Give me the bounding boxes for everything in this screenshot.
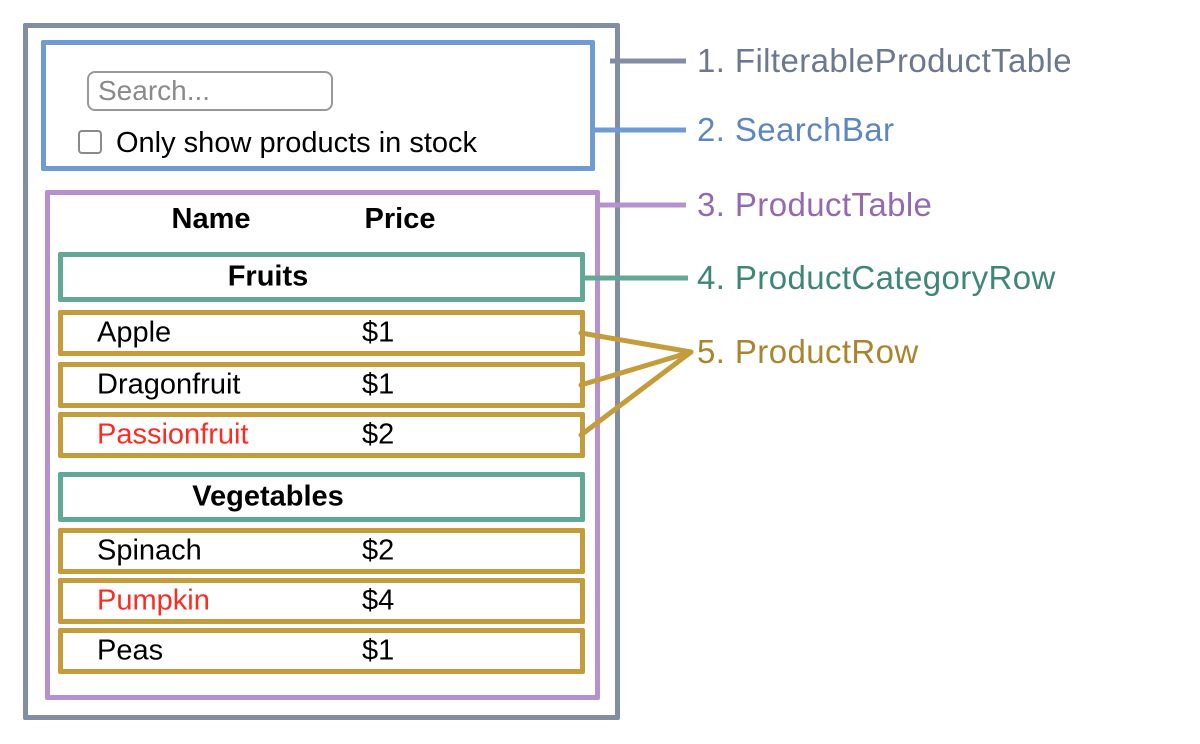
product-row-spinach: Spinach $2 [58,528,585,574]
category-row-fruits: Fruits [58,252,585,302]
legend-item-filterable-product-table: 1. FilterableProductTable [697,42,1073,79]
product-name: Peas [97,634,164,667]
product-row-apple: Apple $1 [58,310,585,356]
product-name: Dragonfruit [97,368,241,401]
category-row-vegetables: Vegetables [58,472,585,522]
product-row-pumpkin: Pumpkin $4 [58,578,585,624]
product-name: Pumpkin [97,584,210,617]
product-row-dragonfruit: Dragonfruit $1 [58,362,585,408]
product-row-peas: Peas $1 [58,628,585,674]
legend-item-product-row: 5. ProductRow [697,333,919,370]
product-price: $1 [362,316,395,349]
legend-item-search-bar: 2. SearchBar [697,111,895,148]
product-row-passionfruit: Passionfruit $2 [58,412,585,458]
column-header-name: Name [171,203,251,235]
product-name: Passionfruit [97,418,249,451]
legend-item-product-category-row: 4. ProductCategoryRow [697,259,1056,296]
column-header-price: Price [364,203,436,235]
category-title: Vegetables [192,480,344,513]
category-title: Fruits [227,260,309,293]
product-name: Apple [97,316,172,349]
product-price: $1 [362,634,395,667]
product-price: $4 [362,584,395,617]
product-price: $1 [362,368,395,401]
product-price: $2 [362,418,395,451]
in-stock-checkbox-label: Only show products in stock [116,127,478,159]
product-name: Spinach [97,534,202,567]
search-input[interactable] [87,71,333,111]
in-stock-checkbox[interactable] [78,130,102,154]
search-bar-box: Only show products in stock [41,40,595,171]
product-price: $2 [362,534,395,567]
legend-item-product-table: 3. ProductTable [697,186,933,223]
product-table-box: Name Price Fruits Apple $1 Dragonfruit $… [45,190,600,700]
filterable-product-table-box: Only show products in stock Name Price F… [23,23,620,720]
